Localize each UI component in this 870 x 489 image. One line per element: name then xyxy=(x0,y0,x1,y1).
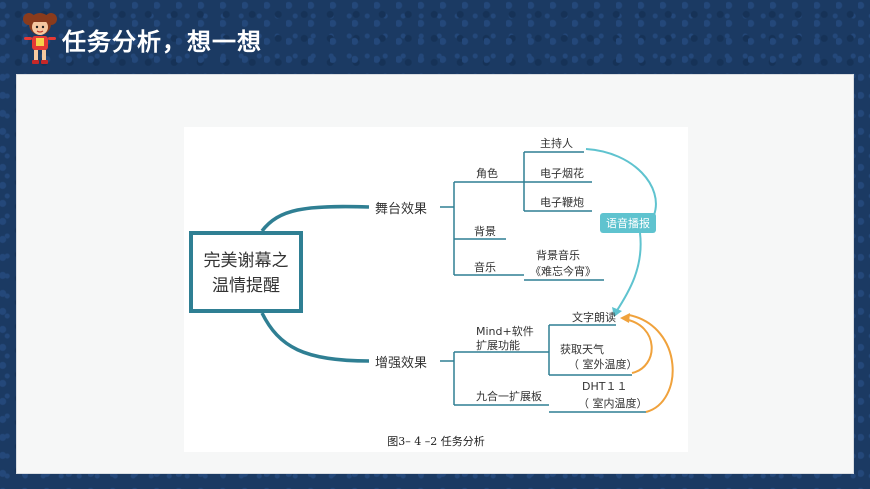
host-label: 主持人 xyxy=(540,136,573,150)
music-label: 音乐 xyxy=(474,260,496,274)
orange-arc-dht xyxy=(628,314,674,413)
board-label: 九合一扩展板 xyxy=(476,389,542,403)
bgm-line2: 《难忘今宵》 xyxy=(530,264,596,278)
weather-line2: （ 室外温度） xyxy=(568,357,638,371)
branch-stage-label: 舞台效果 xyxy=(375,202,427,217)
role-label: 角色 xyxy=(476,166,498,180)
fireworks-label: 电子烟花 xyxy=(540,166,584,180)
text-read-label: 文字朗读 xyxy=(572,310,616,324)
weather-line1: 获取天气 xyxy=(560,342,604,356)
girl-mascot-icon xyxy=(20,8,60,66)
dht-line1: DHT１１ xyxy=(582,380,627,393)
dht-line2: （ 室内温度） xyxy=(578,396,648,410)
voice-broadcast-label: 语音播报 xyxy=(606,216,650,230)
branch-enhance-label: 增强效果 xyxy=(375,356,427,371)
mind-line1: Mind+软件 xyxy=(476,324,534,338)
bgm-line1: 背景音乐 xyxy=(536,248,580,262)
voice-broadcast-badge xyxy=(600,213,656,233)
root-title-line1: 完美谢幕之 xyxy=(204,251,289,271)
orange-arc-weather xyxy=(623,318,653,374)
voice-arc-bottom xyxy=(615,232,642,313)
mind-line2: 扩展功能 xyxy=(476,338,520,352)
root-box xyxy=(189,231,303,313)
page-title: 任务分析，想一想 xyxy=(62,28,262,56)
figure-caption: 图3– 4 –2 任务分析 xyxy=(387,434,485,448)
root-to-enhance-branch xyxy=(260,312,370,363)
background-label: 背景 xyxy=(474,224,496,238)
firecracker-label: 电子鞭炮 xyxy=(540,195,584,209)
mind-map-figure: 完美谢幕之 温情提醒 舞台效果 角色 背景 音乐 主持人 电子烟花 电子鞭炮 背… xyxy=(184,127,688,452)
root-to-stage-branch xyxy=(260,204,370,233)
root-title-line2: 温情提醒 xyxy=(212,276,280,296)
voice-arc-top xyxy=(585,148,657,216)
